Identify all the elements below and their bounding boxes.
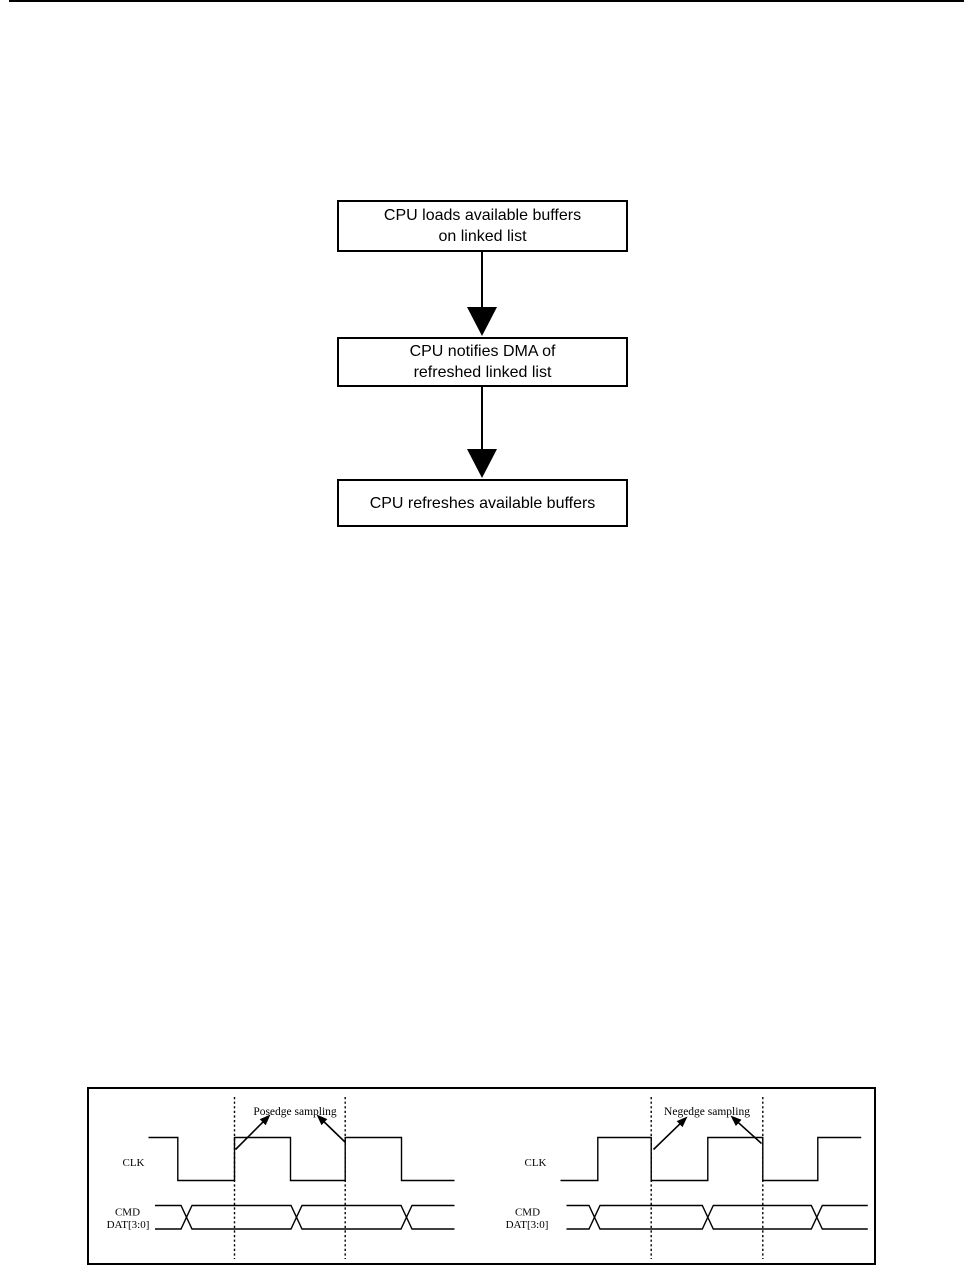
flowchart-arrow-1-shaft [481, 252, 483, 309]
sampling-arrow-2-negedge-line [736, 1120, 763, 1145]
bus-waveform-negedge-upper [566, 1204, 868, 1230]
bus-waveform-posedge-lower [155, 1204, 455, 1230]
timing-diagram-frame: Posedge sampling CLK CMD DAT[3:0] Negedg… [87, 1087, 876, 1265]
sampling-arrow-1-posedge-head [259, 1114, 271, 1126]
sampling-arrow-2-negedge-head [730, 1115, 742, 1126]
header-rule [9, 0, 964, 2]
sampling-arrow-1-negedge-line [652, 1122, 682, 1151]
sampling-arrow-2-posedge-head [316, 1114, 328, 1126]
flowchart-step-2-line-1: CPU notifies DMA of [409, 343, 556, 360]
clk-waveform-posedge [148, 1136, 455, 1182]
flowchart-arrow-1-head [467, 307, 497, 336]
flowchart-step-1-line-2: on linked list [438, 228, 527, 245]
bus-waveform-posedge-upper [155, 1204, 455, 1230]
flowchart-step-3-line-1: CPU refreshes available buffers [369, 494, 596, 512]
cmd-label-negedge: CMD [515, 1207, 540, 1219]
dat-label-posedge: DAT[3:0] [107, 1219, 150, 1231]
sampling-arrow-2-posedge-line [322, 1120, 347, 1144]
clk-label-posedge: CLK [123, 1157, 145, 1169]
sampling-arrow-1-negedge-head [676, 1116, 688, 1128]
posedge-sampling-label: Posedge sampling [253, 1106, 337, 1118]
flowchart-step-1-line-1: CPU loads available buffers [383, 207, 582, 224]
flowchart-step-2: CPU notifies DMA of refreshed linked lis… [337, 337, 628, 387]
flowchart-arrow-2-shaft [481, 387, 483, 451]
sampling-arrow-1-posedge-line [234, 1120, 265, 1151]
flowchart-step-1: CPU loads available buffers on linked li… [337, 200, 628, 252]
clk-waveform-negedge [560, 1136, 862, 1182]
dat-label-negedge: DAT[3:0] [506, 1219, 549, 1231]
timing-diagram: Posedge sampling CLK CMD DAT[3:0] Negedg… [107, 1097, 868, 1259]
flowchart-step-2-line-2: refreshed linked list [413, 364, 552, 381]
flowchart-arrow-2-head [467, 449, 497, 478]
negedge-sampling-label: Negedge sampling [664, 1106, 750, 1118]
cmd-label-posedge: CMD [115, 1207, 140, 1219]
flowchart-step-3: CPU refreshes available buffers [337, 479, 628, 527]
bus-waveform-negedge-lower [566, 1204, 868, 1230]
clk-label-negedge: CLK [525, 1157, 547, 1169]
